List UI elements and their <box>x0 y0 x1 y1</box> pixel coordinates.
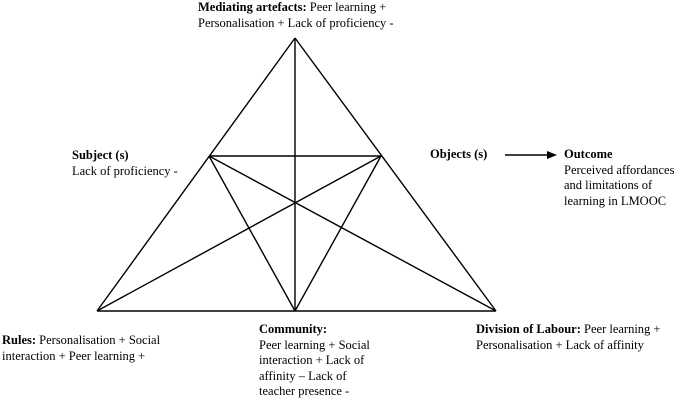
division-of-labour-label: Division of Labour: Peer learning + Pers… <box>476 322 660 353</box>
subject-label: Subject (s) Lack of proficiency - <box>72 148 178 179</box>
division-of-labour-text-1: Peer learning + <box>584 322 661 336</box>
subject-text: Lack of proficiency - <box>72 163 178 178</box>
outcome-text-3: learning in LMOOC <box>564 193 667 208</box>
community-text-2: interaction + Lack of <box>259 353 365 367</box>
mediating-artefacts-text-1: Peer learning + <box>309 0 387 14</box>
outcome-text-1: Perceived affordances <box>564 162 675 177</box>
division-of-labour-text-2: Personalisation + Lack of affinity <box>476 337 644 352</box>
diagonal-objects-rules <box>96 155 382 312</box>
community-heading: Community: <box>259 322 328 336</box>
community-text-3: affinity – Lack of <box>259 368 347 383</box>
mediating-artefacts-label: Mediating artefacts: Peer learning + Per… <box>198 0 394 31</box>
outcome-heading: Outcome <box>564 147 613 161</box>
rules-text-2: interaction + Peer learning + <box>2 348 146 363</box>
inner-right-edge <box>294 155 382 312</box>
division-of-labour-heading: Division of Labour: <box>476 322 581 336</box>
arrow-objects-to-outcome <box>505 151 557 159</box>
outcome-text-2: and limitations of <box>564 178 653 192</box>
subject-heading: Subject (s) <box>72 148 129 162</box>
community-label: Community: Peer learning + Social intera… <box>259 322 370 400</box>
community-text-1: Peer learning + Social <box>259 337 370 352</box>
mediating-artefacts-text-2: Personalisation + Lack of proficiency - <box>198 15 394 30</box>
diagonal-subject-division <box>208 155 497 312</box>
rules-label: Rules: Personalisation + Social interact… <box>2 333 160 364</box>
outer-left-edge <box>96 37 296 312</box>
outer-right-edge <box>294 37 497 312</box>
rules-text-1: Personalisation + Social <box>39 333 161 347</box>
outcome-label: Outcome Perceived affordances and limita… <box>564 147 674 209</box>
community-text-4: teacher presence - <box>259 384 350 398</box>
mediating-artefacts-heading: Mediating artefacts: <box>198 0 307 14</box>
objects-heading: Objects (s) <box>430 147 488 161</box>
inner-left-edge <box>208 155 296 312</box>
rules-heading: Rules: <box>2 333 37 347</box>
